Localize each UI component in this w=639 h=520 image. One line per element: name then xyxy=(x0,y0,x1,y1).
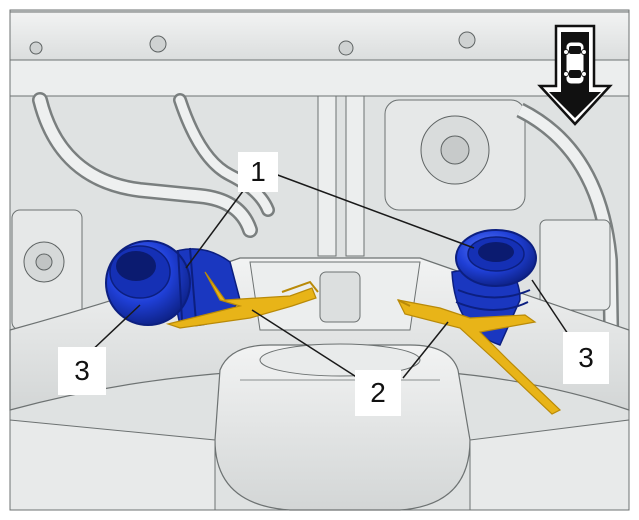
cross-beam xyxy=(9,59,630,97)
callout-2: 2 xyxy=(355,370,401,416)
left-yellow-cable-tie xyxy=(165,271,319,329)
right-yellow-cable-tie xyxy=(396,299,562,415)
callout-1: 1 xyxy=(238,152,278,192)
leader-lines xyxy=(86,173,573,379)
lower-left-rail xyxy=(9,419,216,511)
callout-3-right: 3 xyxy=(563,332,609,384)
oil-pan xyxy=(214,344,471,511)
callout-3-left: 3 xyxy=(58,347,106,395)
right-bracket xyxy=(539,219,611,311)
lower-right-rail xyxy=(469,419,630,511)
left-blue-hose xyxy=(105,240,241,327)
down-arrow-with-vehicle-icon xyxy=(537,24,613,126)
center-pipe-right xyxy=(345,95,365,257)
center-pipe-left xyxy=(317,95,337,257)
